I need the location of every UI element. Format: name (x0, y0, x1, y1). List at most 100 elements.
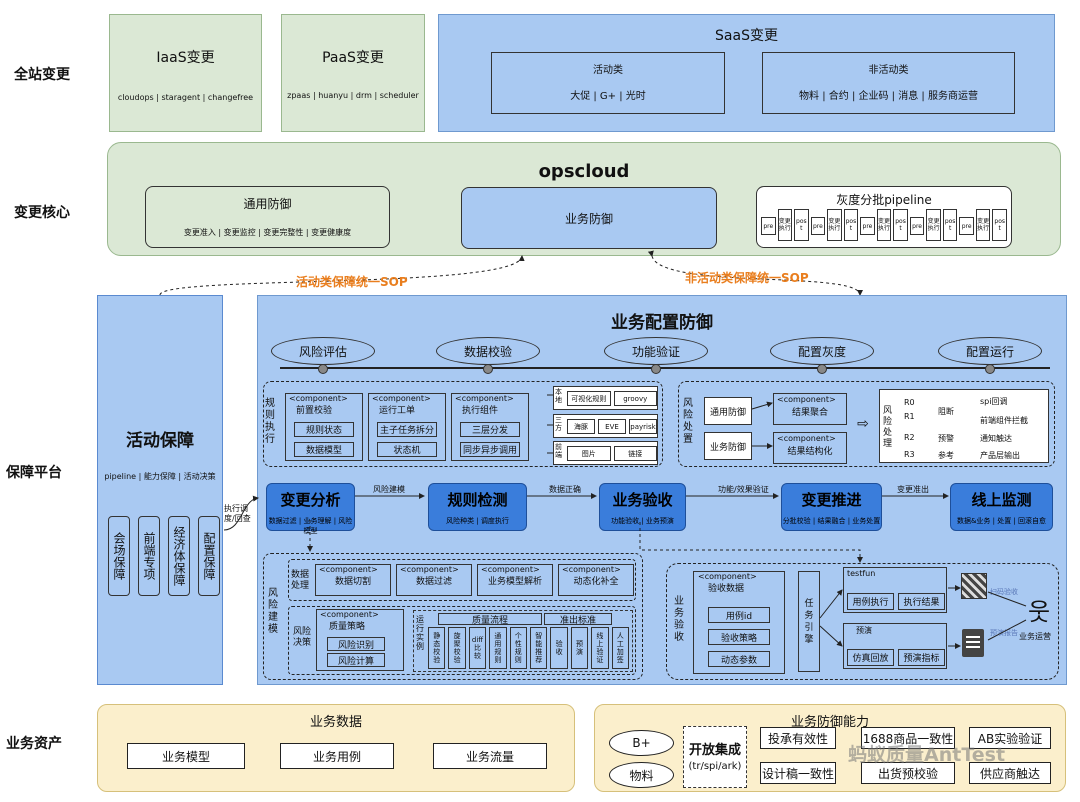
open-integration-box: 开放集成 (tr/spi/ark) (683, 726, 747, 788)
gray-pipeline-title: 灰度分批pipeline (836, 193, 932, 207)
timeline-node: 功能验证 (604, 337, 708, 365)
activity-guard-col: 经济体保障 (168, 516, 190, 596)
stage-sub: 功能验收 | 业务预演 (611, 517, 674, 525)
data-component: <component>动态化补全 (558, 564, 634, 596)
risk-label: 风险处置 (683, 398, 693, 445)
rules-panel (263, 381, 663, 467)
stage-sub: 风险种类 | 调度执行 (446, 517, 509, 525)
paas-sub: zpaas | huanyu | drm | scheduler (287, 91, 419, 100)
component-item: 数据模型 (294, 442, 354, 457)
component-title: 动态化补全 (573, 577, 619, 587)
saas-nonactivity-title: 非活动类 (868, 65, 909, 76)
activity-guard-title: 活动保障 (126, 431, 194, 451)
pipeline-step: post (992, 209, 1007, 241)
decision-label: 风险决策 (293, 627, 312, 648)
cap-grid-3: 设计稿一致性 (760, 762, 836, 784)
document-icon (962, 629, 984, 657)
opscloud-title: opscloud (538, 161, 630, 182)
data-proc-panel (288, 559, 636, 601)
pipeline-step: pre (761, 217, 776, 235)
rules-group-item: groovy (613, 391, 657, 406)
business-defense-box: 业务防御 (461, 187, 717, 249)
result-aggregate-comp: <component> 结果聚合 (773, 393, 847, 425)
rules-component: <component>执行组件三层分发同步异步调用 (451, 393, 529, 461)
stage-link-label: 数据正确 (549, 485, 581, 494)
component-item: 同步异步调用 (460, 442, 520, 457)
risk-process-box: 风险处理 R0 R1 R2 R3 阻断 预警 参考 spi回调 前端组件拦截 通… (879, 389, 1049, 463)
flow-item: diff比较 (468, 627, 487, 669)
task-engine: 任务引擎 (798, 571, 820, 672)
stage-title: 线上监测 (971, 491, 1032, 509)
activity-guard-col: 配置保障 (198, 516, 220, 596)
rules-group-item: payrisk (629, 419, 657, 434)
qr-label: 扫码验收 (990, 588, 1018, 596)
paas-box: PaaS变更 zpaas | huanyu | drm | scheduler (281, 14, 425, 132)
activity-guard-box: 活动保障 pipeline | 能力保障 | 活动决策 会场保障前端专项经济体保… (97, 295, 223, 685)
cap-grid-5: 供应商触达 (969, 762, 1051, 784)
sop-left-label: 活动类保障统一SOP (296, 275, 408, 289)
timeline-dot (651, 364, 661, 374)
data-component: <component>数据过滤 (396, 564, 472, 596)
saas-nonactivity-box: 非活动类 物料 | 合约 | 企业码 | 消息 | 服务商运营 (762, 52, 1015, 114)
timeline-node: 数据校验 (436, 337, 540, 365)
pipeline-step: pre (959, 217, 974, 235)
stage-link-label: 功能/效果验证 (718, 485, 769, 494)
modeling-panel (263, 553, 643, 680)
defense-capability-box: 业务防御能力 B+ 物料 开放集成 (tr/spi/ark) 投承有效性 168… (594, 704, 1066, 792)
saas-box: SaaS变更 活动类 大促 | G+ | 光时 非活动类 物料 | 合约 | 企… (438, 14, 1055, 132)
timeline-dot (318, 364, 328, 374)
saas-activity-sub: 大促 | G+ | 光时 (570, 91, 646, 102)
pipeline-step: pre (860, 217, 875, 235)
pipeline-step: post (893, 209, 908, 241)
component-title: 运行工单 (379, 406, 416, 416)
stage-link-label: 风险建模 (373, 485, 405, 494)
paas-title: PaaS变更 (322, 50, 384, 66)
data-component: <component>业务模型解析 (477, 564, 553, 596)
cap-grid-1: 1688商品一致性 (861, 727, 955, 749)
general-defense-sub: 变更准入 | 变更监控 | 变更完整性 | 变更健康度 (183, 228, 352, 237)
decision-panel (288, 606, 636, 675)
rules-group-item: 可视化规则 (567, 391, 611, 406)
rules-component: <component>运行工单主子任务拆分状态机 (368, 393, 446, 461)
preview-box: 预演 仿真回放 预演指标 (843, 623, 947, 669)
cap-bplus: B+ (609, 730, 674, 756)
component-title: 执行组件 (462, 406, 499, 416)
flow-item: 线上验证 (591, 627, 609, 669)
sop-right-label: 非活动类保障统一SOP (685, 271, 809, 285)
general-defense-title: 通用防御 (243, 197, 292, 211)
flow-item: 静态校验 (428, 627, 446, 669)
activity-guard-col: 前端专项 (138, 516, 160, 596)
user-icon: 웃 (1027, 597, 1051, 626)
rules-group-item: 图片 (567, 446, 611, 461)
asset-business-traffic: 业务流量 (433, 743, 547, 769)
saas-activity-title: 活动类 (593, 65, 623, 76)
flow-item: 通用规则 (489, 627, 507, 669)
rules-group-item: EVE (598, 419, 626, 434)
saas-title: SaaS变更 (715, 28, 778, 44)
acceptance-label: 业务验收 (674, 596, 684, 643)
rules-label: 规则执行 (265, 398, 276, 445)
iaas-title: IaaS变更 (156, 50, 215, 66)
timeline-dot (483, 364, 493, 374)
stage-box: 线上监测数据&业务 | 处置 | 回滚自愈 (950, 483, 1053, 531)
pipeline-step: post (843, 209, 859, 241)
component-title: 前置校验 (296, 406, 333, 416)
acceptance-panel (666, 563, 1059, 680)
iaas-sub: cloudops | staragent | changefree (117, 93, 254, 102)
timeline-dot (817, 364, 827, 374)
modeling-label: 风险建模 (268, 588, 278, 635)
flow-item: 验收 (550, 627, 568, 669)
pipeline-step: 变更执行 (777, 209, 793, 241)
iaas-box: IaaS变更 cloudops | staragent | changefree (109, 14, 262, 132)
business-data-box: 业务数据 业务模型 业务用例 业务流量 (97, 704, 575, 792)
activity-guard-col: 会场保障 (108, 516, 130, 596)
stage-box: 业务验收功能验收 | 业务预演 (599, 483, 686, 531)
arrow-right-icon: ⇨ (857, 416, 869, 432)
rules-group-label: 三方 (555, 416, 562, 432)
stage-title: 规则检测 (447, 491, 508, 509)
data-proc-label: 数据处理 (291, 570, 310, 591)
